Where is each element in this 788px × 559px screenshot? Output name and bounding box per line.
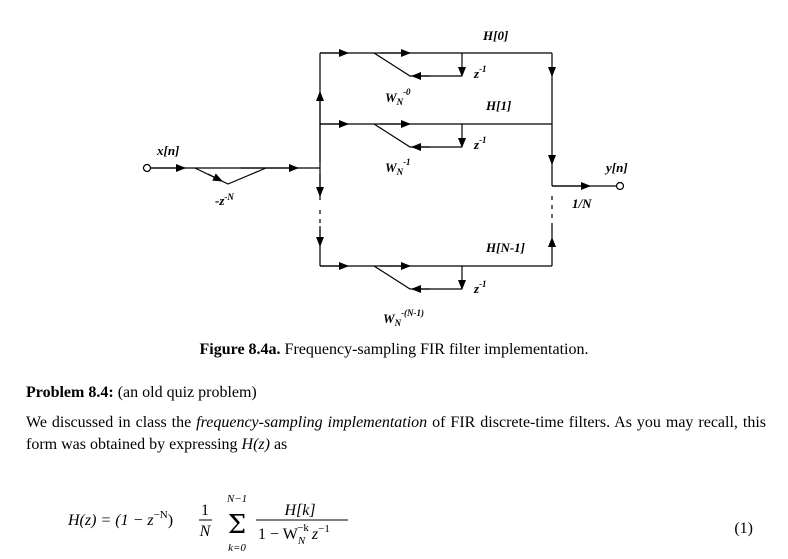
sum-upper-limit: N−1: [226, 493, 247, 505]
equation-1: H(z) = (1 − z−N) 1 N N−1 Σ k=0 H[k] 1 − …: [67, 493, 348, 554]
branch-n1-twiddle-label: WN-(N-1): [383, 308, 424, 328]
comb-label: -z-N: [215, 192, 234, 208]
branch-n1-coef-label: H[N-1]: [485, 240, 525, 255]
output-label: y[n]: [604, 160, 628, 175]
sum-symbol: Σ: [228, 510, 246, 540]
frac1-denominator: N: [199, 523, 212, 540]
frac1-numerator: 1: [201, 502, 209, 519]
branch-0-coef-label: H[0]: [482, 28, 508, 43]
frac2-numerator: H[k]: [283, 502, 315, 519]
caption-text: Frequency-sampling FIR filter implementa…: [280, 341, 589, 358]
branch-0-twiddle-label: WN-0: [385, 87, 411, 107]
equation-lhs: H(z) = (1 − z−N): [67, 509, 173, 529]
problem-text-after: of FIR discrete-time filters. As you may…: [26, 414, 767, 453]
problem-title: Problem 8.4:: [26, 384, 114, 401]
problem-heading: Problem 8.4: (an old quiz problem): [26, 384, 257, 402]
input-node: [142, 163, 152, 173]
problem-text-before: We discussed in class the: [26, 414, 197, 431]
branch-1-twiddle-label: WN-1: [385, 157, 411, 177]
frequency-sampling-diagram: x[n] y[n] -z-N 1/N H[0] z-1 WN-0 H[1] z-…: [142, 28, 628, 328]
caption-label: Figure 8.4a.: [199, 341, 281, 358]
problem-subtitle: (an old quiz problem): [113, 384, 257, 401]
gain-label: 1/N: [572, 196, 592, 211]
branch-n1-feedback-path: [373, 265, 462, 290]
branch-0-delay-label: z-1: [473, 64, 487, 81]
output-node: [615, 181, 625, 191]
branch-1-coef-label: H[1]: [485, 98, 511, 113]
sum-lower-limit: k=0: [228, 542, 246, 554]
branch-1-feedback-path: [373, 123, 462, 148]
problem-text: We discussed in class the frequency-samp…: [26, 412, 766, 456]
input-label: x[n]: [156, 143, 179, 158]
problem-text-emphasis: frequency-sampling implementation: [196, 414, 428, 431]
problem-text-end: as: [269, 436, 288, 453]
branch-0-feedback-path: [373, 52, 462, 77]
problem-text-math: H(z): [241, 436, 270, 453]
branch-1-delay-label: z-1: [473, 135, 487, 152]
branch-n1-delay-label: z-1: [473, 279, 487, 296]
equation-number: (1): [734, 520, 753, 537]
figure-caption: Figure 8.4a. Frequency-sampling FIR filt…: [0, 341, 788, 359]
comb-delay-path: [194, 167, 267, 185]
